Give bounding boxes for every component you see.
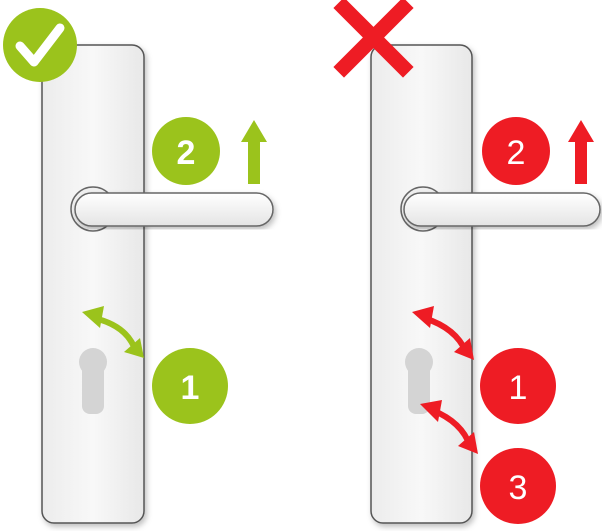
keyhole-icon (79, 348, 107, 414)
step-1-label: 1 (181, 369, 200, 407)
rotate-arrow-icon (412, 306, 474, 360)
incorrect-panel: 2 1 3 (333, 0, 601, 524)
step-2-badge: 2 (152, 117, 220, 185)
up-arrow-icon (241, 120, 267, 184)
keyhole-icon (405, 348, 433, 414)
door-plate (41, 44, 145, 524)
step-3-badge: 3 (480, 448, 556, 524)
rotate-arrow-icon (420, 400, 478, 454)
step-2-label: 2 (507, 134, 526, 172)
correct-panel: 2 1 (3, 8, 274, 524)
cross-icon (333, 0, 414, 78)
step-3-label: 3 (509, 469, 528, 507)
up-arrow-icon (568, 120, 594, 184)
step-2-label: 2 (177, 134, 196, 172)
door-plate (370, 44, 473, 524)
step-2-badge: 2 (482, 117, 550, 185)
step-1-badge: 1 (480, 348, 556, 424)
rotate-arrow-icon (82, 306, 144, 358)
step-1-label: 1 (509, 369, 528, 407)
checkmark-icon (3, 8, 77, 82)
door-handle (400, 186, 601, 232)
door-handle (70, 186, 274, 232)
step-1-badge: 1 (152, 348, 228, 424)
